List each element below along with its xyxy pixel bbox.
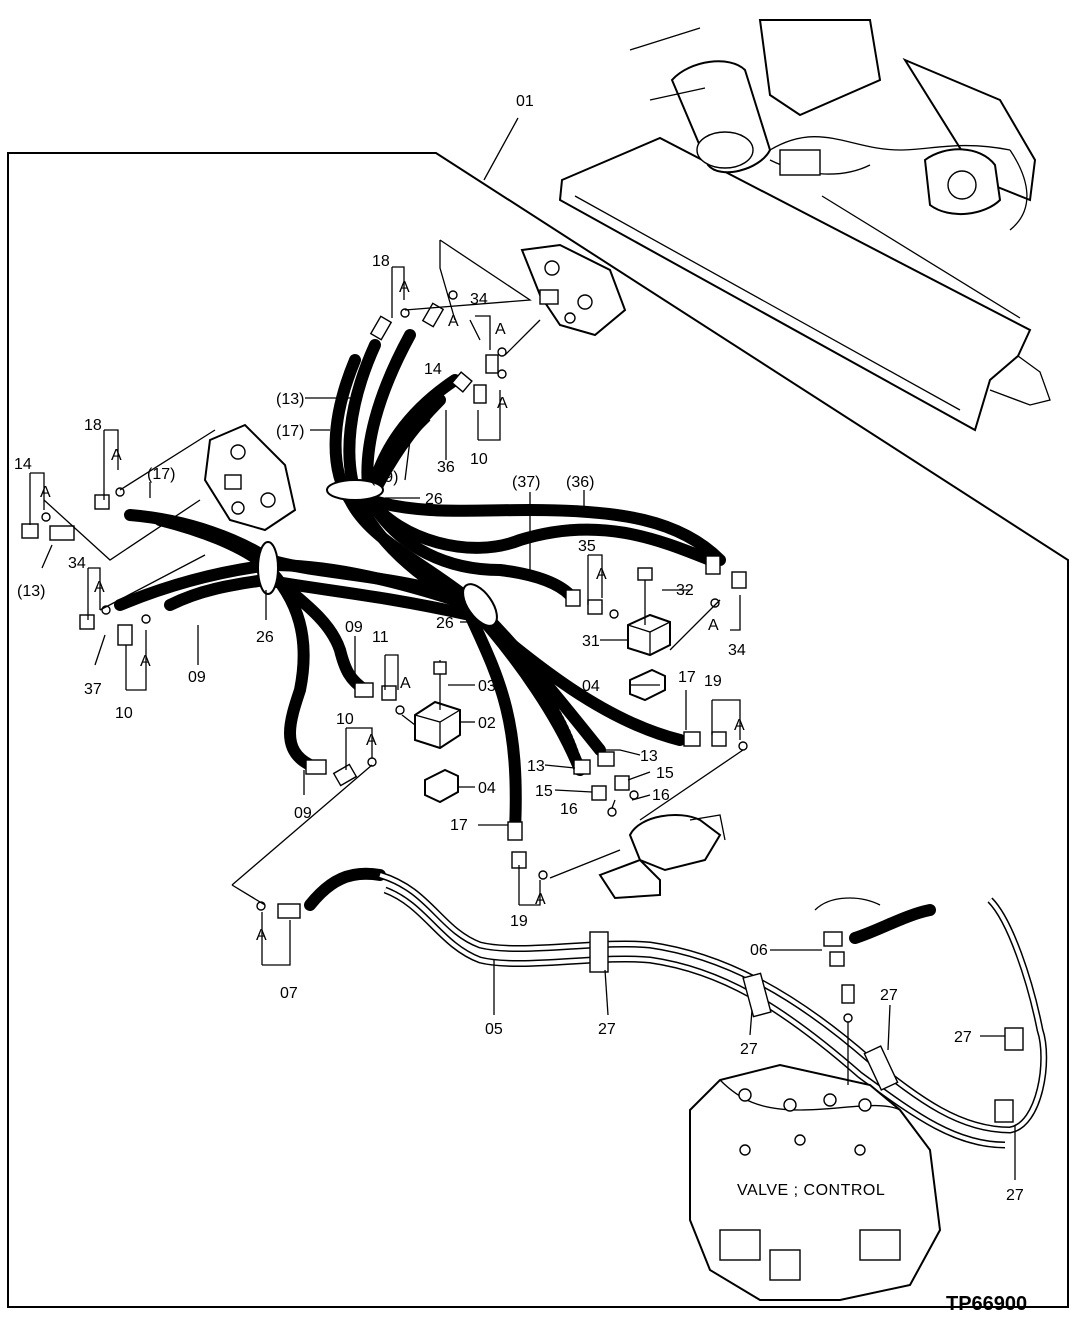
callout-label: A [596,566,607,583]
callout-label: 36 [437,459,455,476]
callout-label: (17) [147,466,175,483]
callout-label: (17) [276,423,304,440]
selector-valve-bracket [598,814,726,900]
callout-label: 35 [578,538,596,555]
callout-label: 18 [372,253,390,270]
callout-label: 34 [68,555,86,572]
callout-label: A [256,927,267,944]
callout-label: A [111,447,122,464]
callout-label: 26 [256,629,274,646]
callout-label: 07 [280,985,298,1002]
callout-label: 10 [470,451,488,468]
callout-label: 01 [516,93,534,110]
pilot-valve-left [203,423,297,532]
callout-label: 27 [880,987,898,1004]
callout-label: A [448,313,459,330]
callout-label: 10 [115,705,133,722]
callout-label: 04 [478,780,496,797]
callout-label: 03 [478,678,496,695]
pilot-pipe-05 [304,867,1048,1149]
callout-label: A [140,653,151,670]
control-valve [689,1022,942,1301]
callout-label: 27 [954,1029,972,1046]
callout-label: 16 [560,801,578,818]
control-valve-label: VALVE ; CONTROL [737,1182,885,1199]
pipe-clamp-27 [589,931,609,973]
pipe-clamp-27 [994,1099,1014,1123]
pipe-clamp-27 [1004,1027,1024,1051]
leader-lines [29,239,1016,1180]
callout-label: 05 [485,1021,503,1038]
callout-label: 09 [345,619,363,636]
callout-label: 13 [527,758,545,775]
callout-label: A [497,395,508,412]
detail-frame [7,117,1069,1308]
callout-label: A [495,321,506,338]
figure-id: TP66900 [946,1293,1027,1315]
callout-label: 15 [656,765,674,782]
callout-label: A [399,279,410,296]
callout-label: A [708,617,719,634]
callout-label: 09 [188,669,206,686]
callout-label: (09) [370,469,398,486]
callout-label: A [535,891,546,908]
callout-label: 10 [336,711,354,728]
callout-label: (37) [512,474,540,491]
callout-label: 18 [84,417,102,434]
hose-bundle [114,329,726,836]
callout-label: 11 [372,629,389,646]
callout-label: 27 [740,1041,758,1058]
callout-labels: 01 18 A 14 A 34 A A (13) (17) (09) 36 10… [14,93,1024,1204]
callout-label: 17 [678,669,696,686]
callout-label: A [40,484,51,501]
callout-label: 15 [535,783,553,800]
callout-label: 26 [436,615,454,632]
callout-label: (36) [566,474,594,491]
hose-clamp-26 [326,479,384,501]
callout-label: 09 [294,805,312,822]
callout-label: 26 [425,491,443,508]
callout-label: A [94,579,105,596]
callout-label: 13 [640,748,658,765]
fittings [21,290,855,1023]
machine-inset-illustration [558,19,1051,432]
callout-label: 02 [478,715,496,732]
callout-label: (13) [17,583,45,600]
callout-label: 19 [510,913,528,930]
pipe-clamp-27 [863,1045,899,1091]
callout-label: 14 [424,361,442,378]
callout-label: 14 [14,456,32,473]
callout-label: A [400,675,411,692]
callout-label: 16 [652,787,670,804]
callout-label: 37 [84,681,102,698]
callout-label: A [734,717,745,734]
mounting-blocks [414,567,671,804]
callout-label: A [366,732,377,749]
pipe-clamp-27 [742,972,772,1018]
callout-label: 31 [582,633,600,650]
callout-label: 17 [450,817,468,834]
hose-group [114,329,726,836]
pilot-valve-right [520,243,627,337]
callout-label: 19 [704,673,722,690]
callout-label: 27 [598,1021,616,1038]
callout-label: 04 [582,678,600,695]
callout-label: 34 [470,291,488,308]
callout-label: (13) [276,391,304,408]
hose-clamp-26 [257,541,279,595]
callout-label: 34 [728,642,746,659]
hose-clamp-26 [462,583,498,627]
callout-label: 06 [750,942,768,959]
callout-label: 32 [676,582,694,599]
callout-label: 27 [1006,1187,1024,1204]
